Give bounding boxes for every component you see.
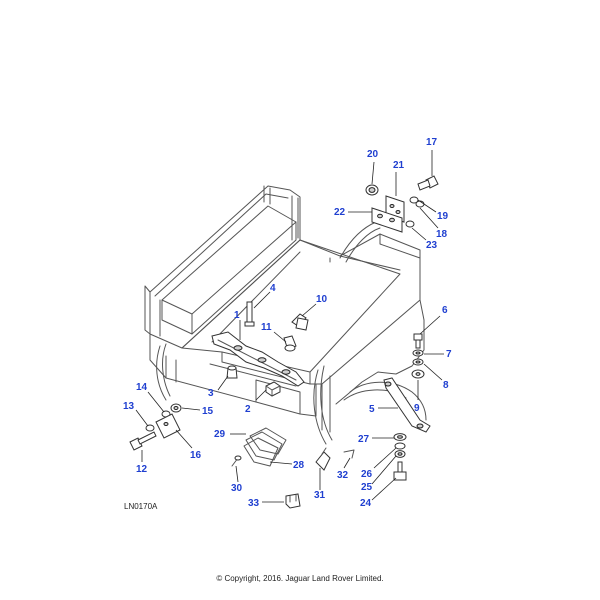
callout-17: 17 [426, 137, 438, 148]
part-15-nut [170, 403, 182, 413]
callout-13: 13 [123, 401, 135, 412]
callout-22: 22 [334, 207, 346, 218]
part-30-pin [231, 455, 242, 467]
callout-19: 19 [437, 211, 449, 222]
callout-25: 25 [361, 482, 373, 493]
part-26-washer [394, 442, 406, 450]
callout-31: 31 [314, 490, 326, 501]
callout-28: 28 [293, 460, 305, 471]
callout-6: 6 [442, 305, 448, 316]
callout-30: 30 [231, 483, 243, 494]
callout-32: 32 [337, 470, 349, 481]
callout-7: 7 [446, 349, 452, 360]
part-28-loop [243, 437, 279, 467]
copyright-notice: © Copyright, 2016. Jaguar Land Rover Lim… [216, 574, 384, 583]
callout-14: 14 [136, 382, 148, 393]
callout-12: 12 [136, 464, 148, 475]
callout-27: 27 [358, 434, 370, 445]
part-16-plate [155, 413, 181, 439]
callout-4: 4 [270, 283, 276, 294]
part-31-latch [315, 447, 331, 471]
callout-5: 5 [369, 404, 375, 415]
callout-16: 16 [190, 450, 202, 461]
part-13-washer [145, 424, 155, 432]
part-11-spacer [283, 335, 297, 352]
part-32-clip [343, 449, 355, 459]
part-10-bolt [291, 313, 309, 331]
part-19-washer [409, 196, 419, 204]
callout-29: 29 [214, 429, 226, 440]
part-33-clip [285, 493, 301, 509]
part-27-washer [393, 433, 407, 441]
callout-33: 33 [248, 498, 260, 509]
callout-10: 10 [316, 294, 328, 305]
part-29-loop [245, 427, 287, 461]
callout-2: 2 [245, 404, 251, 415]
callout-26: 26 [361, 469, 373, 480]
part-23-screw [405, 220, 415, 228]
part-3-plug [226, 365, 238, 379]
callout-8: 8 [443, 380, 449, 391]
part-7-washer [412, 349, 424, 357]
part-20-cap [365, 184, 379, 196]
callout-24: 24 [360, 498, 372, 509]
part-25-nut [394, 450, 406, 458]
callout-21: 21 [393, 160, 405, 171]
callout-1: 1 [234, 310, 240, 321]
leader-lines [135, 150, 444, 503]
part-22-bracket [371, 207, 403, 233]
part-6-bolt [413, 333, 423, 349]
part-1-tie-down-bar [211, 331, 305, 387]
callout-23: 23 [426, 240, 438, 251]
callout-numbers: 1 2 3 4 5 6 7 8 9 10 11 12 13 14 15 16 1… [123, 137, 452, 509]
part-9-nut [411, 369, 425, 379]
callout-11: 11 [261, 322, 272, 333]
callout-15: 15 [202, 406, 214, 417]
callout-18: 18 [436, 229, 448, 240]
part-2-block [265, 381, 281, 397]
part-24-bolt [393, 461, 407, 481]
callout-20: 20 [367, 149, 379, 160]
callout-3: 3 [208, 388, 214, 399]
part-4-bolt [244, 301, 255, 327]
part-8-washer [412, 358, 424, 366]
part-17-bolt [417, 175, 439, 191]
part-12-bolt [129, 431, 157, 451]
part-5-strap [383, 377, 431, 433]
diagram-reference-code: LN0170A [124, 502, 158, 511]
callout-9: 9 [414, 403, 420, 414]
